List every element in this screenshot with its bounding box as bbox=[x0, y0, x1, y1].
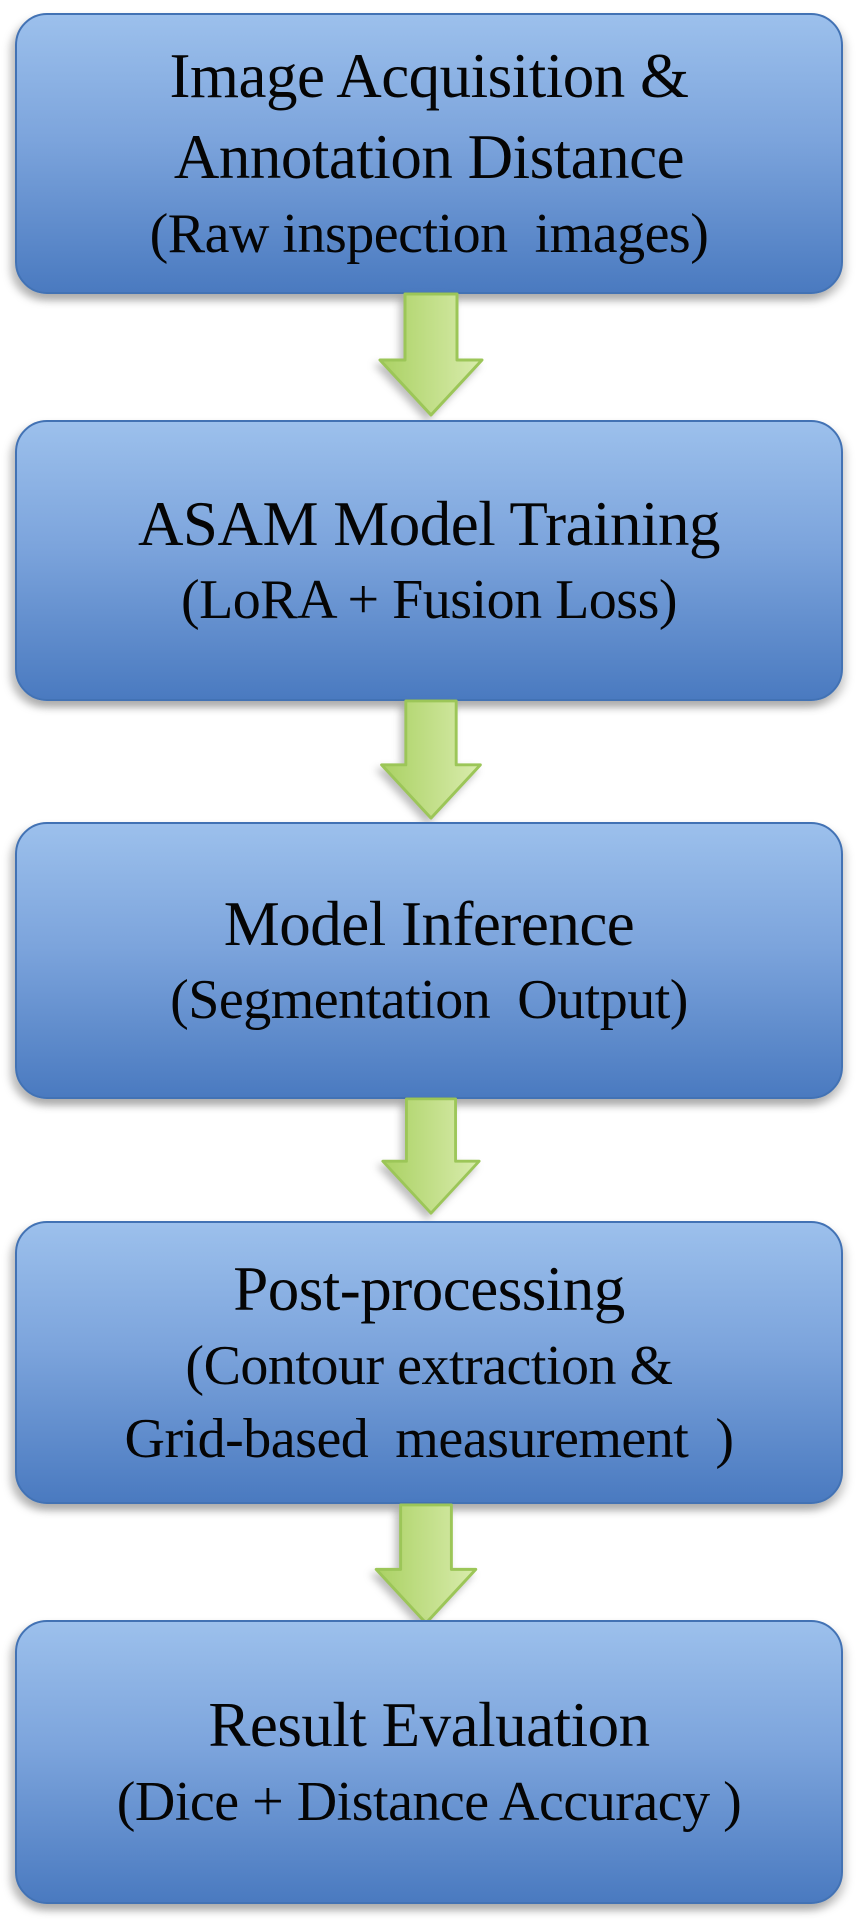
down-arrow-icon bbox=[378, 292, 484, 417]
node-subtitle-line: (Contour extraction & bbox=[185, 1335, 673, 1398]
node-title-line: Image Acquisition & bbox=[169, 41, 689, 112]
node-title-line: Annotation Distance bbox=[173, 122, 685, 193]
node-post-processing: Post-processing (Contour extraction & Gr… bbox=[15, 1221, 843, 1504]
node-title-line: Result Evaluation bbox=[208, 1690, 650, 1761]
node-model-inference: Model Inference (Segmentation Output) bbox=[15, 822, 843, 1099]
node-asam-model-training: ASAM Model Training (LoRA + Fusion Loss) bbox=[15, 420, 843, 701]
node-result-evaluation: Result Evaluation (Dice + Distance Accur… bbox=[15, 1620, 843, 1904]
node-subtitle-line: (LoRA + Fusion Loss) bbox=[180, 569, 678, 632]
node-title-line: Model Inference bbox=[223, 888, 635, 959]
node-title-line: ASAM Model Training bbox=[137, 488, 721, 559]
node-image-acquisition: Image Acquisition & Annotation Distance … bbox=[15, 13, 843, 294]
node-subtitle-line: (Segmentation Output) bbox=[170, 969, 688, 1032]
down-arrow-icon bbox=[380, 699, 482, 820]
down-arrow-icon bbox=[374, 1503, 478, 1625]
node-title-line: Post-processing bbox=[233, 1254, 625, 1325]
node-subtitle-line: Grid-based measurement ) bbox=[124, 1407, 735, 1470]
node-subtitle-line: (Dice + Distance Accuracy ) bbox=[116, 1770, 742, 1833]
down-arrow-icon bbox=[381, 1097, 481, 1215]
node-subtitle-line: (Raw inspection images) bbox=[149, 202, 709, 265]
